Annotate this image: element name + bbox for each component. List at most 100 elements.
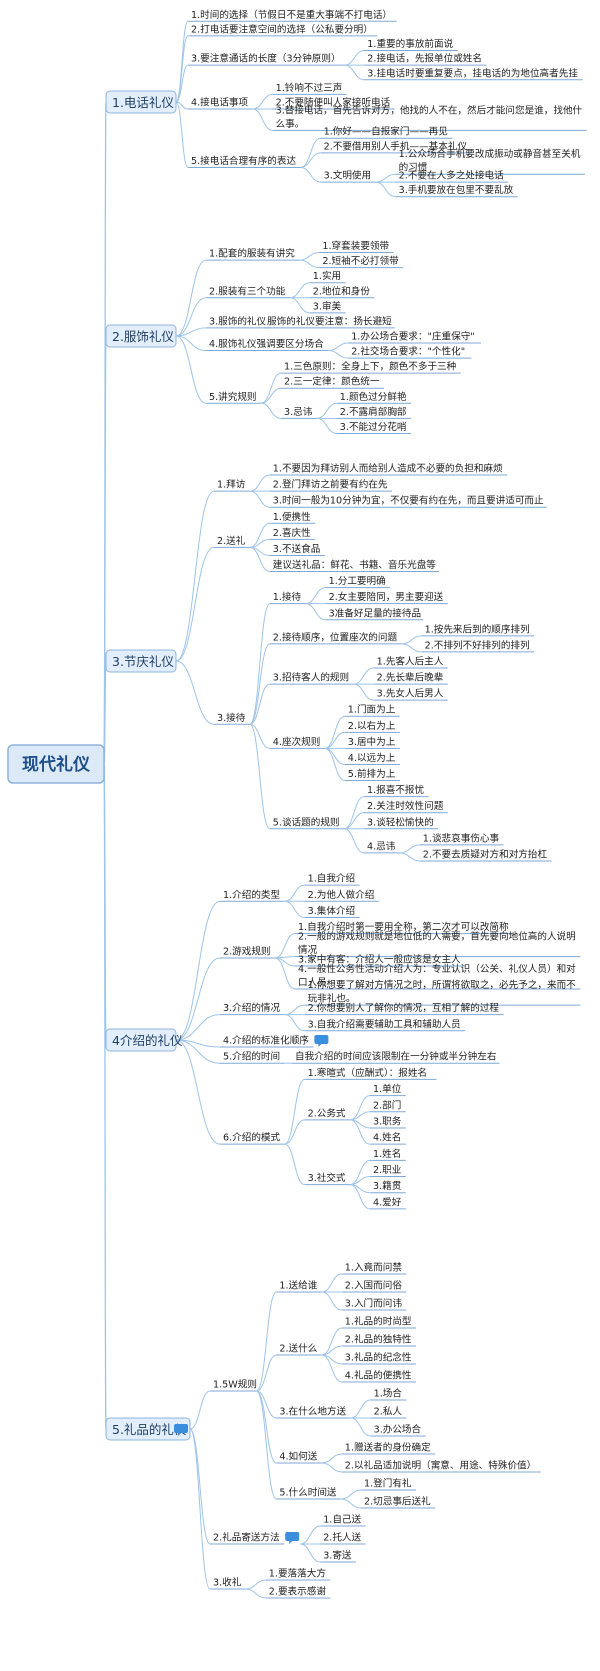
topic-node[interactable]: 2.不要随便叫人家接听电话: [272, 97, 395, 110]
topic-node[interactable]: 1.接待: [269, 591, 306, 605]
topic-node[interactable]: 4.接电话事项: [188, 97, 253, 110]
topic-node[interactable]: 1.赠送者的身份确定: [341, 1442, 436, 1455]
topic-node[interactable]: 1.送给谁: [276, 1280, 322, 1293]
topic-node[interactable]: 2.职业: [370, 1165, 406, 1178]
topic-node[interactable]: 2.女主要陪同，男主要迎送: [325, 591, 448, 605]
topic-node[interactable]: 1.入竟而问禁: [341, 1262, 407, 1275]
topic-node[interactable]: 2.登门拜访之前要有约在先: [269, 479, 392, 492]
topic-node[interactable]: 1.礼品的时尚型: [341, 1316, 416, 1329]
topic-node[interactable]: 3.籍贯: [370, 1180, 406, 1194]
topic-node[interactable]: 3.审美: [309, 300, 346, 314]
speech-bubble-icon[interactable]: [314, 1035, 329, 1047]
speech-bubble-icon[interactable]: [174, 1424, 188, 1436]
topic-node[interactable]: 3.招待客人的规则: [269, 672, 354, 685]
topic-node[interactable]: 2.以礼品适加说明（寓意、用途、特殊价值）: [341, 1460, 541, 1473]
topic-node[interactable]: 3.社交式: [304, 1172, 350, 1186]
topic-node[interactable]: 1.公众场合手机要改成振动或静音甚至关机的习惯1.公众场合手机要改成振动或静音甚…: [395, 148, 585, 175]
topic-node[interactable]: 建议送礼品：鲜花、书籍、音乐光盘等: [269, 559, 439, 573]
topic-node[interactable]: 1.铃响不过三声: [272, 82, 347, 95]
topic-node[interactable]: 2.私人: [370, 1407, 407, 1419]
topic-node[interactable]: 1.报喜不报忧: [364, 784, 429, 798]
topic-node[interactable]: 4.一般性公务性活动介绍人为：专业认识（公关、礼仪人员）和对口人员4.一般性公务…: [295, 963, 581, 990]
topic-node[interactable]: 2.打电话要注意空间的选择（公私要分明）: [188, 23, 378, 37]
topic-node[interactable]: 1.办公场合要求："庄重保守": [348, 331, 481, 344]
topic-node[interactable]: 1.实用: [309, 270, 346, 284]
topic-node[interactable]: 4.服饰礼仪强调要区分场合: [206, 338, 329, 352]
topic-node[interactable]: 3.不送食品: [269, 543, 325, 556]
topic-node[interactable]: 1.谈悲哀事伤心事: [419, 832, 504, 846]
speech-bubble-icon[interactable]: [285, 1532, 300, 1544]
topic-node[interactable]: 3.接待: [214, 712, 250, 725]
topic-node[interactable]: 2.要表示感谢: [265, 1586, 331, 1599]
topic-node[interactable]: 2.社交场合要求："个性化": [348, 346, 472, 359]
topic-node[interactable]: 3.不能过分花哨: [336, 421, 411, 434]
topic-node[interactable]: 2.先长辈后晚辈: [373, 672, 448, 685]
topic-node[interactable]: 1.单位: [370, 1083, 406, 1097]
topic-node[interactable]: 2.托人送: [320, 1532, 366, 1545]
root-node[interactable]: 现代礼仪: [7, 744, 105, 784]
topic-node[interactable]: 2.接待顺序，位置座次的问题: [269, 631, 402, 645]
topic-node[interactable]: 4.以远为上: [344, 752, 400, 765]
topic-node[interactable]: 1.姓名: [370, 1148, 406, 1161]
topic-node[interactable]: 2.公务式: [304, 1107, 350, 1121]
topic-node[interactable]: 1.拜访: [214, 480, 250, 492]
topic-node[interactable]: 4.姓名: [370, 1132, 406, 1145]
main-branch-node[interactable]: 4介绍的礼仪: [105, 1028, 183, 1052]
topic-node[interactable]: 3.介绍的情况: [220, 1002, 285, 1016]
topic-node[interactable]: 1.自我介绍时第一要用全称，第二次才可以改简称: [295, 921, 514, 935]
topic-node[interactable]: 4.如何送: [276, 1451, 322, 1464]
topic-node[interactable]: 1.自己送: [320, 1514, 366, 1527]
topic-node[interactable]: 2.一般的游戏规则就是地位低的人需要，首先要向地位高的人说明情况2.一般的游戏规…: [295, 931, 581, 958]
main-branch-node[interactable]: 1.电话礼仪: [105, 90, 177, 114]
topic-node[interactable]: 3.文明使用: [320, 170, 376, 183]
topic-node[interactable]: 3.服饰的礼仪: [206, 315, 271, 329]
topic-node[interactable]: 2.礼品的独特性: [341, 1334, 416, 1347]
topic-node[interactable]: 2.不要去质疑对方和对方抬杠: [419, 848, 552, 862]
topic-node[interactable]: 1.颜色过分鲜艳: [336, 391, 411, 404]
topic-node[interactable]: 2.地位和身份: [309, 285, 375, 299]
topic-node[interactable]: 2.服装有三个功能: [206, 285, 290, 299]
topic-node[interactable]: 1.不要因为拜访别人而给别人造成不必要的负担和麻烦: [269, 463, 508, 476]
topic-node[interactable]: 4.爱好: [370, 1196, 406, 1210]
topic-node[interactable]: 1.场合: [370, 1388, 407, 1401]
topic-node[interactable]: 1.分工要明确: [325, 575, 391, 589]
topic-node[interactable]: 1.你好——自报家门——再见: [320, 126, 453, 139]
topic-node[interactable]: 2.你想要别人了解你的情况，互相了解的过程: [304, 1002, 504, 1016]
topic-node[interactable]: 3.入门而问讳: [341, 1298, 407, 1311]
topic-node[interactable]: 3准备好足量的接待品: [325, 607, 424, 621]
topic-node[interactable]: 3.时间一般为10分钟为宜，不仅要有约在先，而且要讲适可而止: [269, 495, 547, 508]
topic-node[interactable]: 3.集体介绍: [304, 905, 360, 918]
main-branch-node[interactable]: 2.服饰礼仪: [105, 324, 177, 348]
topic-node[interactable]: 3.办公场合: [370, 1424, 426, 1437]
topic-node[interactable]: 3.寄送: [320, 1550, 356, 1563]
topic-node[interactable]: 2.接电话，先报单位或姓名: [364, 53, 487, 66]
topic-node[interactable]: 2.以右为上: [344, 720, 400, 733]
topic-node[interactable]: 1.便携性: [269, 511, 316, 524]
topic-node[interactable]: 5.接电话合理有序的表达: [188, 155, 301, 168]
main-branch-node[interactable]: 3.节庆礼仪: [105, 649, 177, 673]
main-branch-node[interactable]: 5.礼品的礼仪: [105, 1417, 191, 1441]
topic-node[interactable]: 2.游戏规则: [220, 945, 275, 959]
topic-node[interactable]: 3.忌讳: [281, 406, 317, 419]
topic-node[interactable]: 3.居中为上: [344, 736, 400, 749]
topic-node[interactable]: 3.在什么地方送: [276, 1406, 351, 1419]
topic-node[interactable]: 2.部门: [370, 1099, 406, 1113]
topic-node[interactable]: 5.谈话题的规则: [269, 816, 344, 830]
topic-node[interactable]: 1.要落落大方: [265, 1568, 331, 1581]
topic-node[interactable]: 3.挂电话时要重复要点，挂电话的为地位高者先挂: [364, 67, 583, 81]
topic-node[interactable]: 3.自我介绍需要辅助工具和辅助人员: [304, 1018, 466, 1032]
topic-node[interactable]: 4.忌讳: [364, 840, 400, 854]
topic-node[interactable]: 3.家中有客：介绍人一般应该是女主人: [295, 954, 466, 967]
topic-node[interactable]: 1.介绍的类型: [220, 889, 285, 902]
topic-node[interactable]: 1.配套的服装有讲究: [206, 248, 300, 261]
topic-node[interactable]: 2.不要在人多之处接电话: [395, 170, 509, 183]
topic-node[interactable]: 1.自我介绍: [304, 873, 360, 886]
topic-node[interactable]: 1.先客人后主人: [373, 656, 448, 669]
topic-node[interactable]: 2.三一定律：颜色统一: [281, 376, 384, 389]
topic-node[interactable]: 3.礼品的纪念性: [341, 1352, 416, 1365]
topic-node[interactable]: 1.门面为上: [344, 704, 400, 717]
topic-node[interactable]: 3.手机要放在包里不要乱放: [395, 184, 518, 198]
topic-node[interactable]: 3.谈轻松愉快的: [364, 816, 439, 830]
topic-node[interactable]: 2.不要借用别人手机——基本礼仪: [320, 140, 472, 154]
topic-node[interactable]: 服饰的礼仪要注意：扬长避短: [264, 315, 395, 329]
